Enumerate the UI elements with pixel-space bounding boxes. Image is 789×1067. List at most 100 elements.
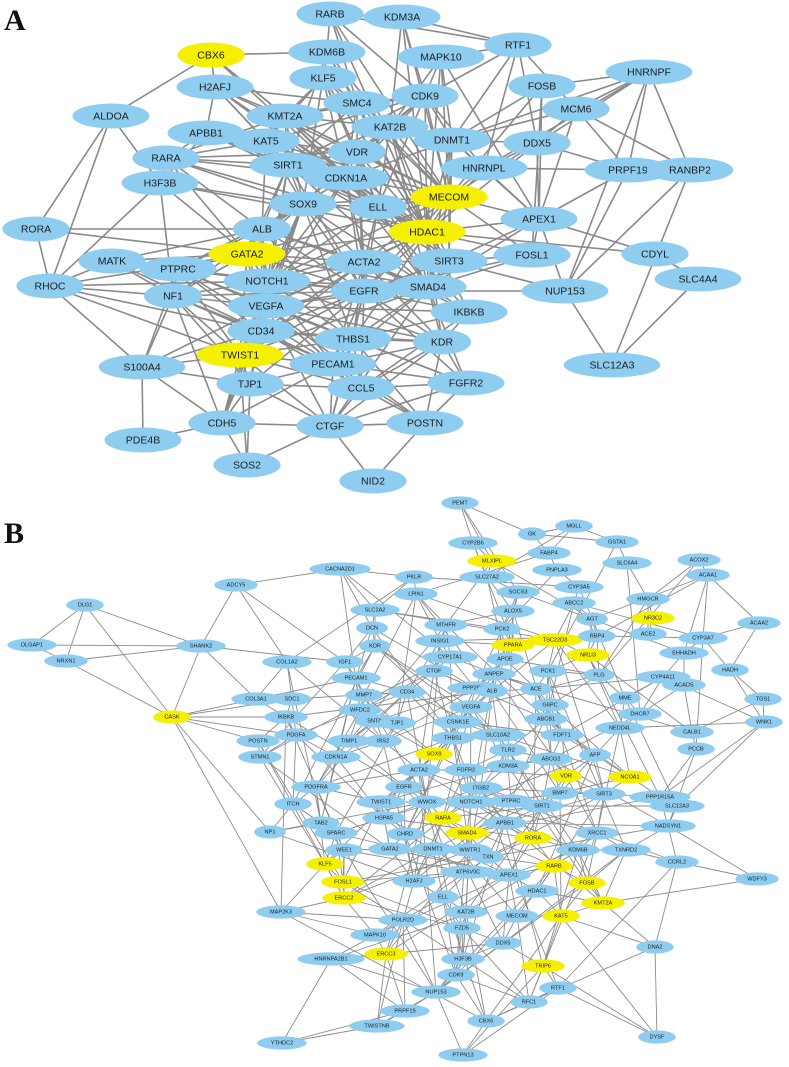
panel-b-node-kmt2a	[581, 896, 625, 910]
panel-a-node-label-sox9: SOX9	[289, 199, 317, 211]
panel-a-node-label-hnrnpl: HNRNPL	[462, 163, 505, 175]
panel-a-edge-ell-smad4	[377, 206, 429, 288]
panel-a-edge-cdkn1a-acta2	[345, 177, 365, 263]
panel-a-node-apbb1	[167, 120, 245, 146]
panel-b-node-bmp7	[541, 786, 579, 800]
panel-a-node-label-kdr: KDR	[431, 337, 454, 349]
panel-a-node-pecam1	[289, 351, 377, 377]
panel-b-node-label-fosl1: FOSL1	[334, 879, 352, 885]
panel-a-node-nf1	[144, 283, 202, 309]
panel-b-edge-atp6v0c-ddx5	[467, 871, 504, 944]
panel-b-edge-pklr-col1a2	[286, 576, 415, 663]
panel-b-node-label-kmt2a: KMT2A	[594, 900, 613, 906]
panel-b-node-gk	[518, 527, 546, 541]
panel-b-edge-dlgap1-shank2	[31, 644, 202, 647]
panel-b-node-label-kdr: KDR	[369, 643, 381, 649]
panel-a-node-ranbp2	[646, 157, 734, 183]
panel-a-node-label-rora: RORA	[21, 224, 51, 236]
panel-a-node-label-cd34: CD34	[248, 326, 275, 338]
panel-b-node-itgb2	[459, 781, 503, 795]
panel-b-edge-dna2-kat5	[560, 915, 656, 948]
panel-b-node-smad4	[445, 826, 489, 840]
panel-b-edge-np1-wwox	[269, 801, 428, 833]
panel-b-node-cd34	[388, 685, 426, 699]
panel-b-node-label-acads: ACADS	[674, 682, 694, 688]
panel-b-node-sox9	[415, 747, 453, 761]
panel-a-node-kat2b	[351, 114, 429, 140]
panel-b-node-label-acox2: ACOX2	[690, 557, 709, 563]
panel-a-edge-kat2b-ell	[377, 126, 391, 208]
panel-b-node-gsta1	[595, 535, 639, 549]
panel-b-edge-cacna2d1-dcn	[339, 568, 373, 629]
panel-b-edge-dlg1-cask	[84, 604, 173, 718]
panel-b-node-pdgfra	[291, 780, 341, 794]
panel-b-node-prpf19	[380, 1004, 430, 1018]
panel-b-node-label-thbs1: THBS1	[444, 735, 462, 741]
panel-b-edge-dlg1-dlgap1	[31, 604, 86, 646]
panel-b-edge-fdft1-cyp4a11	[561, 676, 664, 736]
panel-a-node-label-notch1: NOTCH1	[245, 276, 288, 288]
panel-b-node-anpep	[472, 667, 516, 681]
panel-a-node-pde4b	[104, 427, 182, 453]
panel-b-node-label-ppara: PPARA	[504, 642, 523, 648]
panel-a-node-ptprc	[139, 256, 217, 282]
panel-b-node-sdc1	[273, 692, 311, 706]
panel-b-node-irs2	[364, 734, 402, 748]
panel-a-node-label-kdm3a: KDM3A	[384, 12, 420, 24]
panel-b-node-label-tsc22d3: TSC22D3	[543, 637, 568, 643]
panel-b-edge-h2afj-fgfr2	[413, 769, 467, 882]
panel-a-node-label-kat2b: KAT2B	[374, 122, 406, 134]
panel-a-node-aldoa	[72, 103, 150, 129]
panel-a-node-label-vdr: VDR	[346, 147, 369, 159]
panel-a-edge-ikbkb-ccl5	[360, 311, 470, 389]
panel-a-edge-mecom-gata2	[246, 196, 450, 255]
panel-a-node-hnrnpf	[605, 59, 693, 85]
panel-a-node-label-vegfa: VEGFA	[248, 301, 283, 313]
panel-b-node-label-wee1: WEE1	[336, 847, 352, 853]
panel-b-edge-slc10a2-cd34	[406, 691, 499, 736]
panel-b-edge-pccb-ppp1r15a	[659, 748, 697, 798]
panel-b-node-apex1	[487, 868, 531, 882]
panel-b-node-label-ncoa1: NCOA1	[620, 774, 639, 780]
panel-b-node-label-gk: GK	[528, 531, 536, 537]
panel-b-edge-hnrnpa2b1-hdac1	[330, 890, 538, 960]
panel-b-node-label-cyp3a5: CYP3A5	[568, 584, 589, 590]
panel-b-node-egfr	[385, 780, 423, 794]
panel-a-node-label-smad4: SMAD4	[410, 282, 446, 294]
panel-b-edge-cdk9-smad4	[455, 832, 468, 976]
panel-b-node-label-np1: NP1	[265, 829, 276, 835]
panel-b-node-label-mgll: MGLL	[566, 523, 581, 529]
panel-b-node-label-stmn1: STMN1	[251, 754, 270, 760]
panel-b-edge-twistnb-ercc3	[376, 953, 387, 1027]
panel-b-edge-acox2-hmgcr	[647, 559, 700, 600]
panel-b-edge-rarb-rara	[442, 817, 555, 867]
panel-a-edge-rhoc-s100a4	[49, 285, 143, 368]
panel-b-node-chrd	[386, 827, 424, 841]
panel-b-node-label-wwtr1: WWTR1	[459, 847, 480, 853]
panel-b-edge-shank2-col3a1	[200, 645, 257, 700]
panel-b-node-label-ptpn13: PTPN13	[452, 1052, 473, 1058]
panel-b-node-rfc1	[510, 995, 548, 1009]
panel-a-node-label-nid2: NID2	[361, 476, 385, 488]
panel-b-node-label-abcc2: ABCC2	[565, 600, 584, 606]
panel-b-node-label-pck2: PCK2	[495, 626, 510, 632]
panel-b-edge-polr2d-nup153	[402, 919, 437, 993]
panel-b-node-wnk1	[745, 715, 783, 729]
panel-b-edge-sparc-itgb2	[335, 787, 482, 834]
panel-b-node-cdk9	[437, 968, 475, 982]
panel-b-node-rora	[514, 831, 552, 845]
panel-b-edge-g6pc-xrcc1	[549, 704, 598, 834]
panel-b-node-label-vdr: VDR	[560, 773, 572, 779]
panel-b-node-socs3	[496, 585, 540, 599]
panel-b-edge-fzd5-rfc1	[461, 927, 530, 1003]
panel-b-node-label-cyp4a11: CYP4A11	[651, 674, 675, 680]
panel-b-node-pemt	[441, 496, 479, 510]
panel-a-node-fosb	[508, 73, 576, 99]
panel-b-node-itch	[274, 797, 312, 811]
panel-b-node-label-slc6a4: SLC6A4	[617, 560, 638, 566]
panel-a-node-label-s100a4: S100A4	[123, 362, 161, 374]
panel-a-node-label-kat5: KAT5	[253, 136, 279, 148]
panel-a-edge-rhoc-twist1	[49, 285, 241, 356]
panel-b-node-label-gata2: GATA2	[381, 846, 399, 852]
